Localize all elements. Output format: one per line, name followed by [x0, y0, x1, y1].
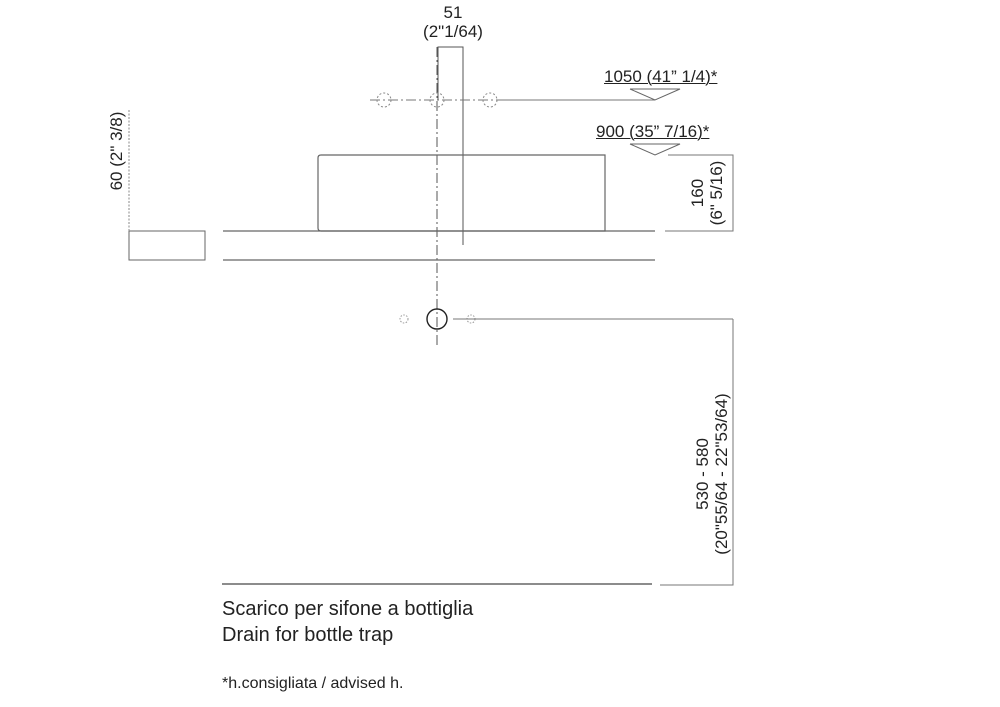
level-marker-1050 [629, 88, 681, 101]
height-1050-label: 1050 (41” 1/4)* [604, 67, 718, 86]
basin-outline [317, 154, 606, 232]
drain-height-inch: (20"55/64 - 22"53/64) [712, 393, 731, 555]
counter-section [128, 230, 206, 261]
caption: Scarico per sifone a bottiglia Drain for… [222, 596, 473, 648]
top-dimension-inch: (2"1/64) [423, 22, 483, 41]
drain-hole [426, 308, 448, 330]
footnote: *h.consigliata / advised h. [222, 675, 404, 692]
drain-height-mm: 530 - 580 [693, 438, 712, 510]
basin-height-mm: 160 [688, 178, 707, 208]
drain-aux-left [399, 314, 409, 324]
top-dimension-label: 51 (2"1/64) [420, 3, 486, 41]
basin-height-bracket [665, 154, 734, 232]
basin-height-inch: (6" 5/16) [707, 160, 726, 226]
height-900-label: 900 (35” 7/16)* [596, 122, 710, 141]
drain-height-bracket [660, 319, 734, 586]
caption-english: Drain for bottle trap [222, 624, 394, 646]
top-bracket [437, 46, 464, 245]
basin-height-label: 160 (6" 5/16) [688, 154, 726, 232]
tap-hole-right [482, 92, 498, 108]
top-dimension-mm: 51 [443, 3, 463, 22]
level-marker-900 [629, 143, 681, 156]
tap-hole-center [429, 92, 445, 108]
counter-thickness-label: 60 (2" 3/8) [107, 111, 126, 191]
tap-hole-left [376, 92, 392, 108]
caption-italian: Scarico per sifone a bottiglia [222, 598, 474, 620]
drain-height-label: 530 - 580 (20"55/64 - 22"53/64) [693, 388, 731, 560]
